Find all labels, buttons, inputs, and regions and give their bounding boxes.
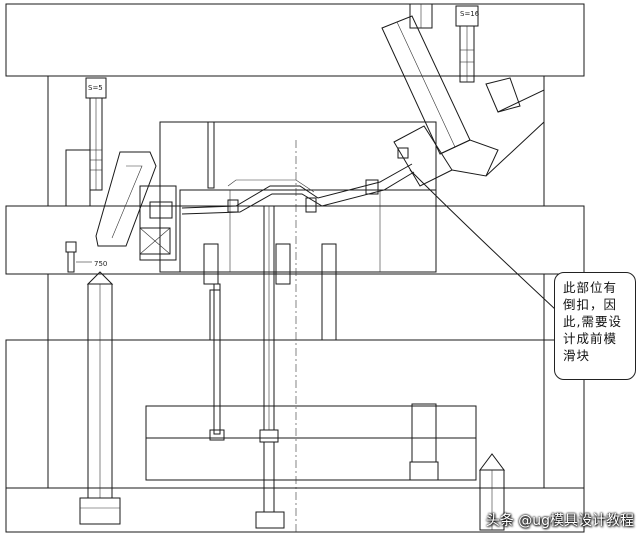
top-angled-screw: [409, 3, 433, 29]
watermark: 头条 @ug模具设计教程: [485, 513, 634, 529]
part-profile: [181, 163, 415, 215]
callout-line-1: 此部位有: [563, 280, 618, 295]
left-bolt: [79, 271, 121, 525]
left-slider: [65, 149, 177, 261]
callout-line-4: 计成前模: [563, 331, 618, 346]
ejector-pins: [203, 121, 337, 529]
callout-note: 此部位有 倒扣，因 此,需要设 计成前模 滑块: [554, 272, 636, 380]
small-pin-750: [65, 241, 92, 273]
dim-s5-label: S=5: [88, 84, 103, 92]
top-right-screw: [455, 5, 479, 83]
dim-s16-label: S=16: [460, 10, 480, 18]
dim-750-label: 750: [94, 260, 107, 268]
callout-line-3: 此,需要设: [563, 314, 622, 329]
right-bolt: [409, 403, 505, 531]
bottom-clamp-plate: [5, 487, 585, 533]
ejector-plates: [145, 405, 477, 481]
top-clamp-plate: [5, 3, 585, 77]
callout-leader: [409, 169, 557, 311]
angled-slider: [381, 15, 545, 187]
cavity-plate: [5, 75, 585, 275]
callout-line-2: 倒扣，因: [563, 297, 618, 312]
callout-line-5: 滑块: [563, 348, 591, 363]
core-plate: [5, 273, 585, 489]
top-left-screw: [85, 77, 107, 191]
